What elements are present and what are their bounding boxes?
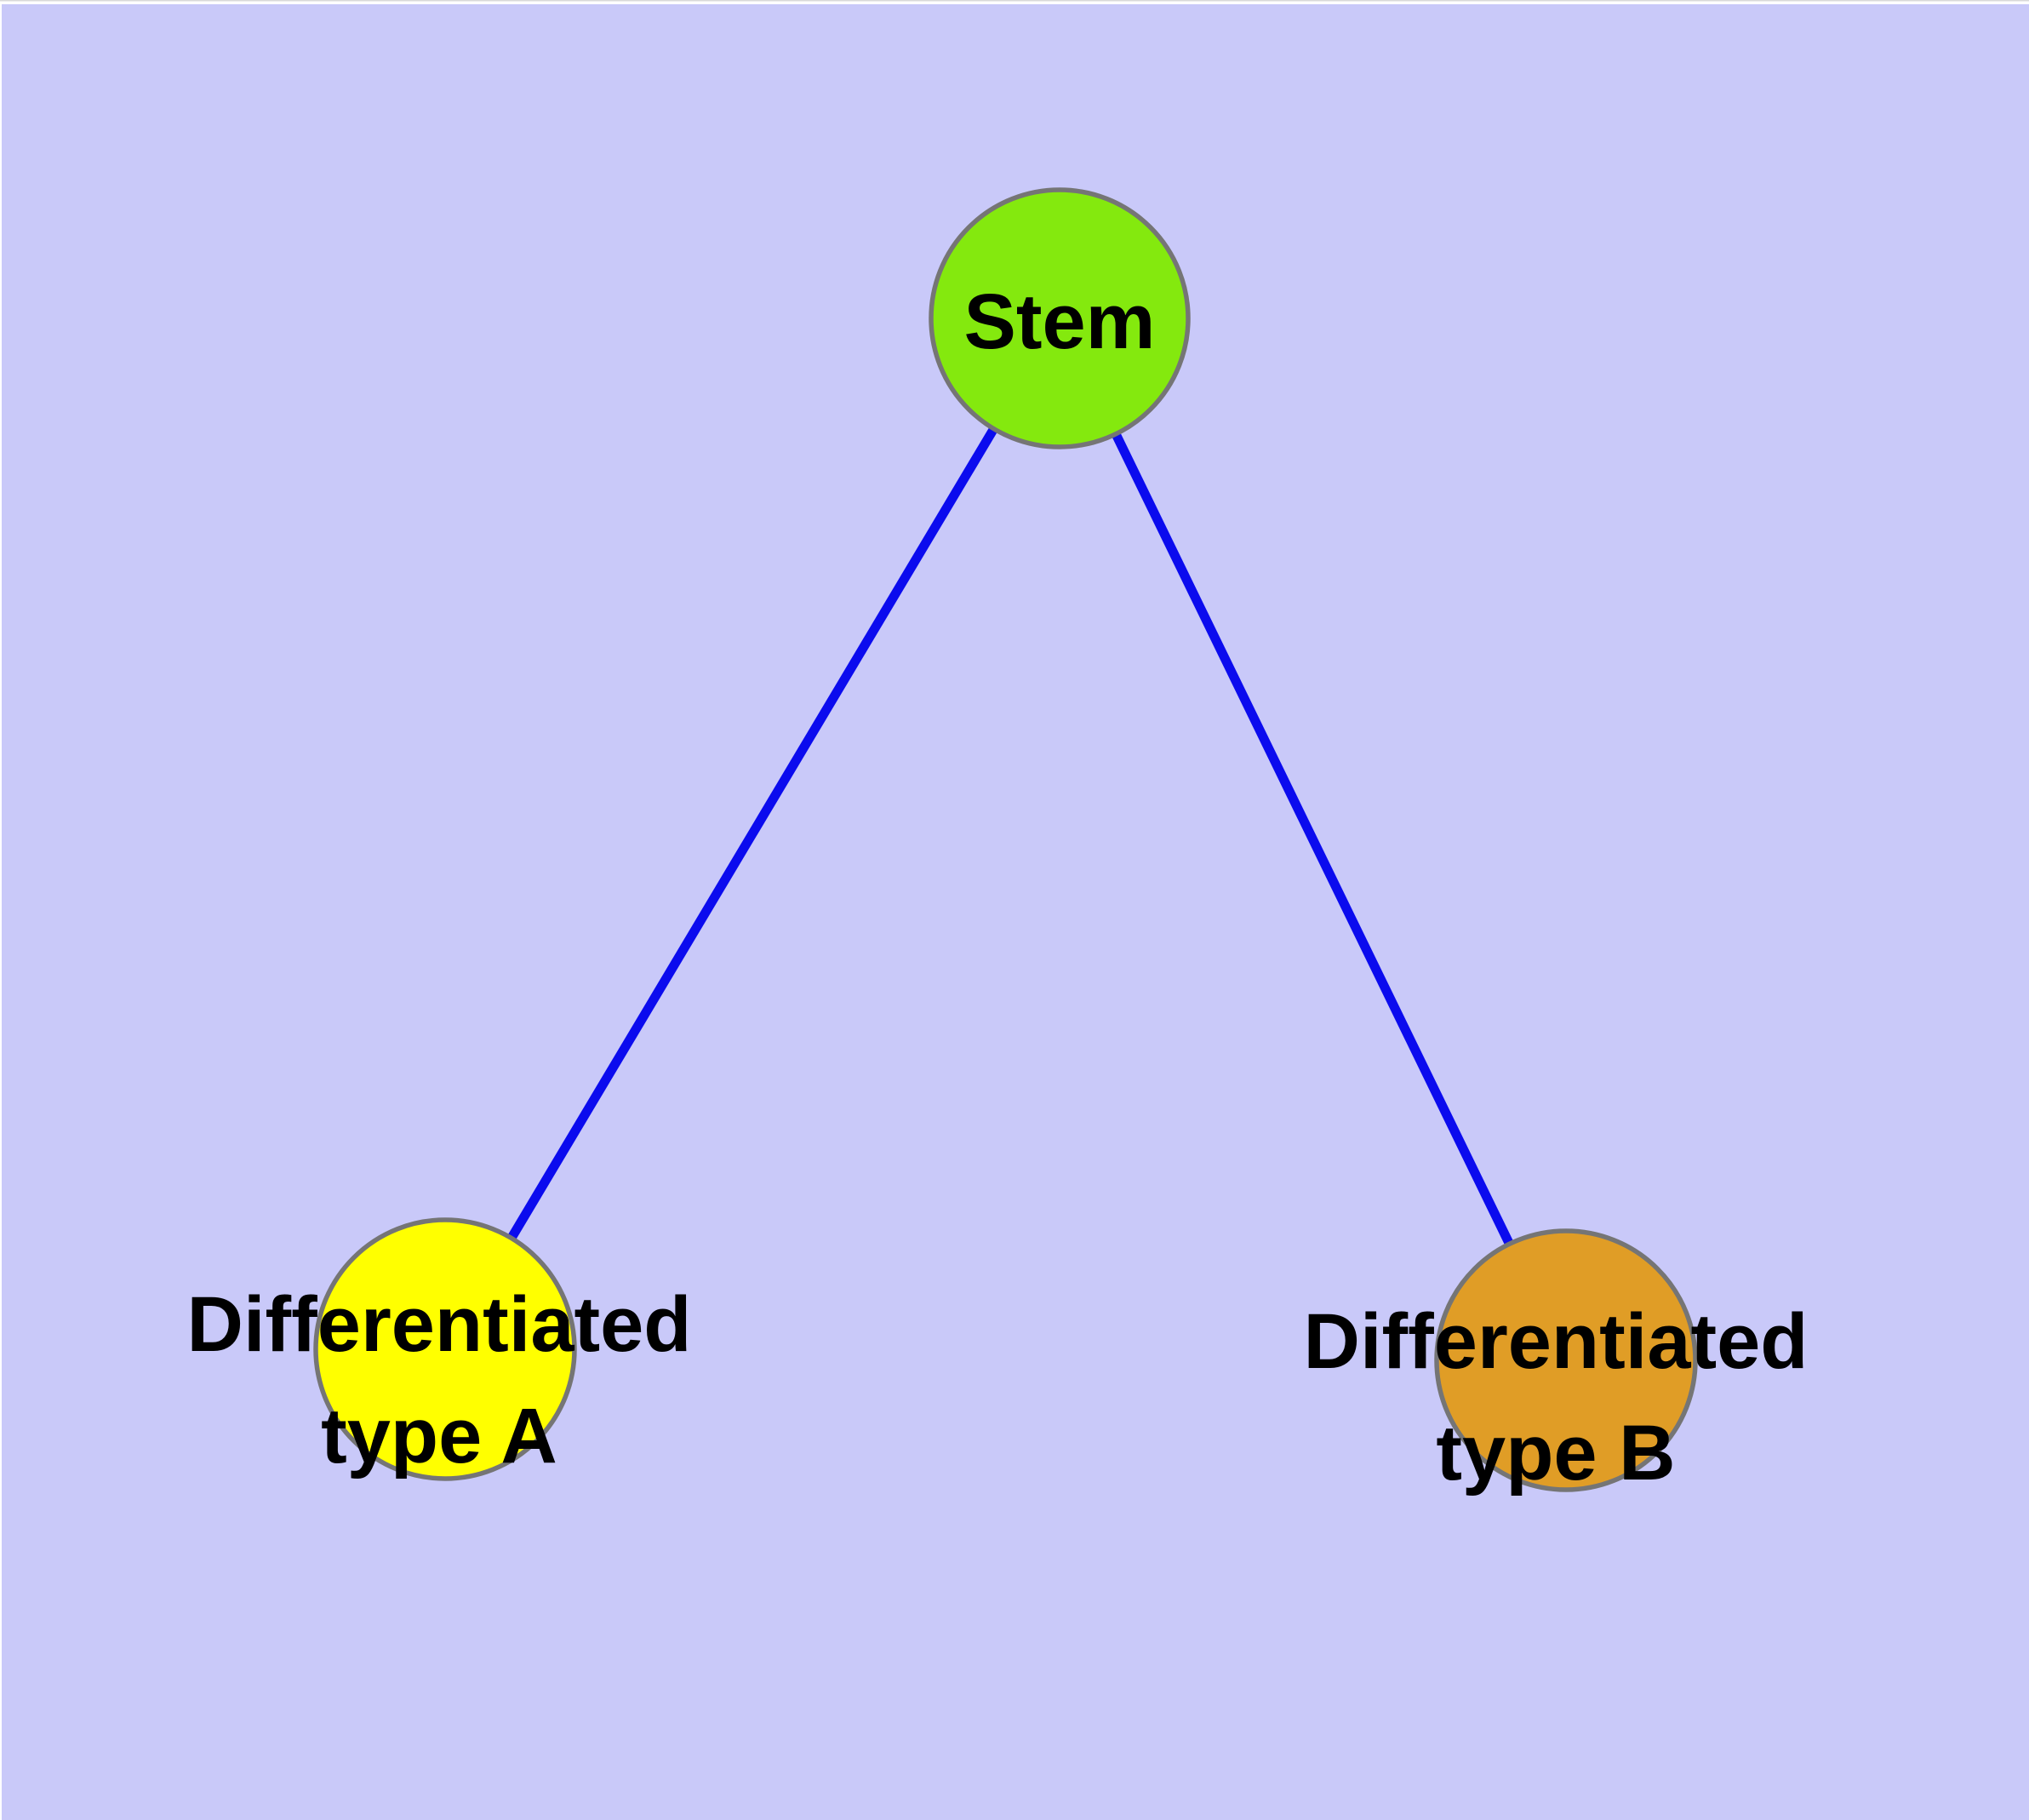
canvas-top-hairline: [0, 0, 2029, 2]
node-type-a-label-line2: type A: [321, 1393, 557, 1479]
node-type-a-label-line1: Differentiated: [187, 1281, 692, 1368]
node-differentiated-type-a: [313, 1217, 577, 1481]
node-stem-label: Stem: [964, 278, 1156, 365]
edge-stem-to-type-a: [441, 316, 1064, 1352]
node-stem: [929, 187, 1191, 449]
node-type-b-label-line1: Differentiated: [1304, 1298, 1809, 1385]
edge-stem-to-type-b: [1055, 316, 1570, 1363]
node-differentiated-type-b: [1434, 1228, 1698, 1492]
node-type-b-label-line2: type B: [1436, 1410, 1675, 1497]
